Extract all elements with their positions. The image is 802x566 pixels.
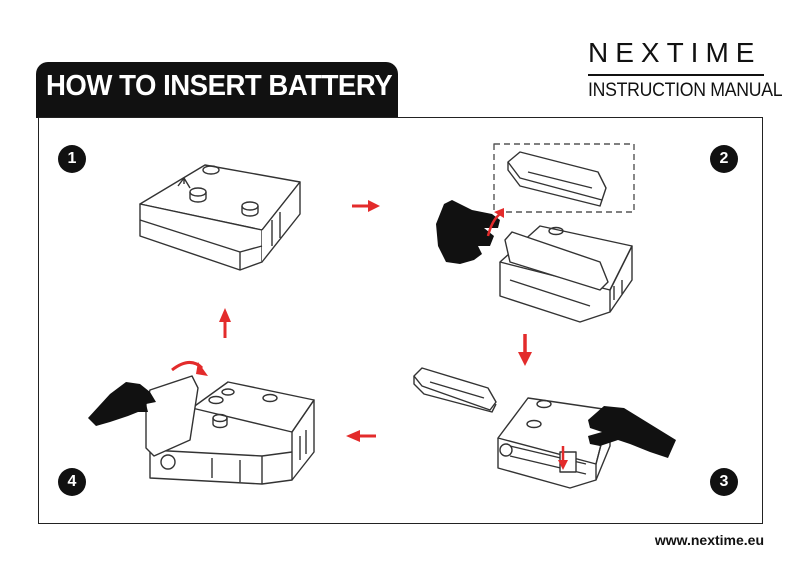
arrow-right-icon <box>352 200 380 212</box>
lid-set-aside-illustration <box>413 367 497 413</box>
lid-illustration <box>507 151 607 207</box>
arrow-left-icon <box>346 430 376 442</box>
curved-arrow-icon <box>171 361 208 376</box>
step-1-badge: 1 <box>58 145 86 173</box>
direction-arrows <box>171 200 568 470</box>
brand-logo: NEXTIME <box>588 37 762 68</box>
step-4-badge: 4 <box>58 468 86 496</box>
arrow-down-small-icon <box>558 446 568 470</box>
brand-divider <box>588 74 764 76</box>
step-3-badge: 3 <box>710 468 738 496</box>
curved-arrow-icon <box>486 208 504 237</box>
arrow-down-icon <box>518 334 532 366</box>
brand-subtitle: INSTRUCTION MANUAL <box>588 80 783 101</box>
hand-icon <box>588 406 676 458</box>
instruction-panel <box>38 117 763 524</box>
arrow-up-icon <box>219 308 231 338</box>
page-title: HOW TO INSERT BATTERY <box>46 70 393 102</box>
step-2-badge: 2 <box>710 145 738 173</box>
device-closed-illustration <box>139 164 301 271</box>
device-closing-illustration <box>145 375 315 485</box>
removed-lid-outline <box>493 143 635 213</box>
website-link[interactable]: www.nextime.eu <box>654 532 764 548</box>
hand-icon <box>88 382 156 426</box>
hand-icon <box>436 200 500 264</box>
brand-block: NEXTIME INSTRUCTION MANUAL <box>588 37 783 102</box>
device-open-illustration <box>499 225 633 323</box>
title-banner <box>36 62 398 118</box>
